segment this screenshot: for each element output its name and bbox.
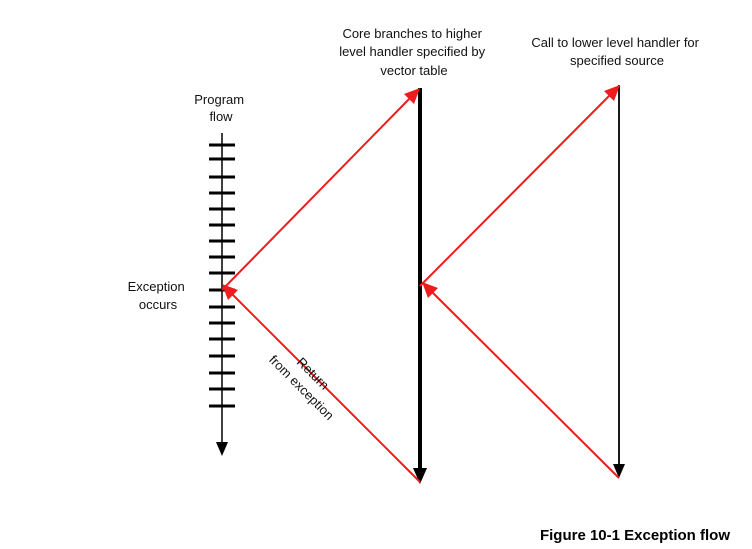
higher-level-handler-line bbox=[413, 88, 427, 484]
return-to-higher-arrow bbox=[422, 282, 620, 479]
exception-to-higher-arrow bbox=[221, 88, 420, 291]
program-flow-label: Program flow bbox=[194, 92, 247, 124]
return-from-exception-arrow bbox=[222, 284, 421, 483]
call-lower-label: Call to lower level handler for specifie… bbox=[531, 35, 702, 68]
exception-occurs-label: Exception occurs bbox=[128, 279, 189, 312]
program-flow-arrowhead bbox=[216, 442, 228, 456]
higher-to-lower-arrow bbox=[419, 85, 620, 287]
return-from-exception-label: Return from exception bbox=[266, 339, 350, 423]
figure-caption: Figure 10-1 Exception flow bbox=[540, 527, 730, 544]
core-branches-label: Core branches to higher level handler sp… bbox=[339, 26, 489, 78]
program-flow-line bbox=[209, 133, 235, 456]
lower-level-handler-line bbox=[613, 85, 625, 478]
program-flow-ticks bbox=[209, 143, 235, 408]
